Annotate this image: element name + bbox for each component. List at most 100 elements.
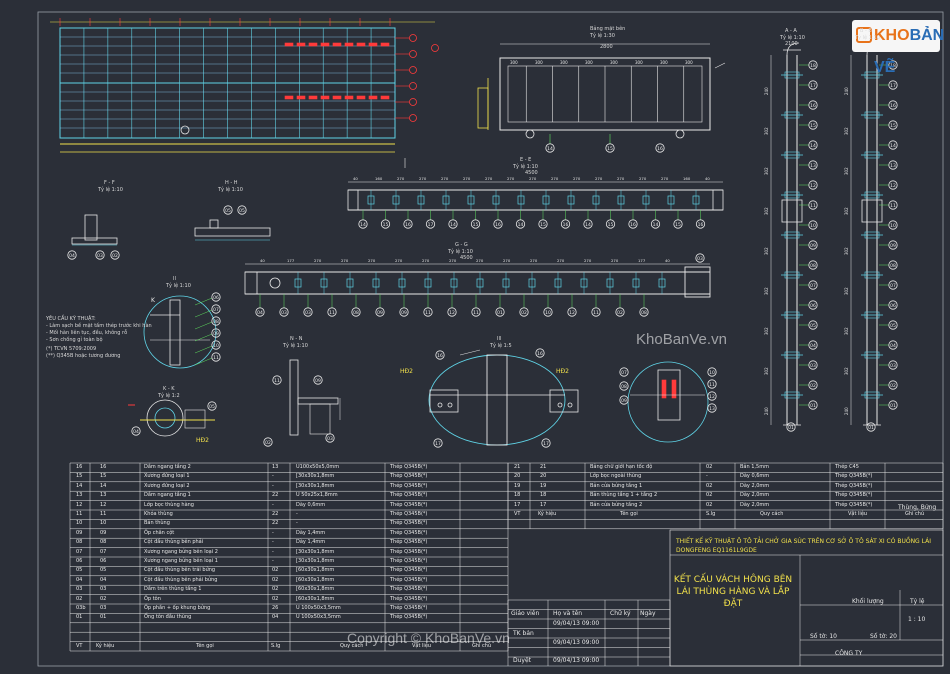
ff-flange [71,237,118,245]
elevation-red-mark [320,42,330,47]
khobanve-logo[interactable]: KHOBẢN VẼ [852,20,944,76]
section-bb-callout [888,180,898,190]
side-panel-dim-text: 300 [560,60,568,65]
detail-iv-callout-text: 07 [621,370,627,376]
nn-callout [272,375,282,385]
detail-iii-callout-text: 16 [537,351,543,357]
ee-callout-text: 14 [360,222,366,228]
nn-callout-text: 03 [327,436,333,442]
parts-left-cell-qty: 22 [272,492,279,499]
ee-callout-text: 17 [428,222,434,228]
nn-label: N - N [290,336,303,342]
elevation-red-mark [296,95,306,100]
weight-label: Khối lượng [852,598,884,605]
parts-left-footer-mat: Vật liệu [412,642,432,649]
parts-left-cell-name: Cột đầu thùng bên phải bửng [144,576,218,583]
ee-dim-text: 270 [661,176,669,181]
ff-label: F - F [104,180,115,186]
gg-end-r [684,266,711,298]
parts-left-footer-qty: S.lg [271,642,281,649]
section-aa-callout-text: 05 [810,323,816,329]
ee-dim-text: 270 [573,176,581,181]
section-aa-plate [784,151,800,159]
section-aa-plate [784,231,800,239]
ee-callout-text: 15 [608,222,614,228]
ee-callout-text: 15 [675,222,681,228]
ee-scale: Tỷ lệ 1:10 [513,164,538,170]
parts-left-cell-qty: 26 [272,605,279,611]
parts-left-cell-mat: Thép Q345B(*) [390,482,428,489]
section-bb-callout [888,140,898,150]
parts-left-cell-no: 11 [100,511,107,517]
section-bb-callout [888,320,898,330]
ee-callout-text: 16 [630,222,636,228]
parts-right-cell-spec: Bản 1,5mm [740,464,769,470]
parts-left-cell-spec: Dày 1,4mm [296,529,326,536]
section-aa-callout [808,400,818,410]
section-aa-callout [808,160,818,170]
kk-inner [154,407,176,429]
elevation-red-mark [344,95,354,100]
date-2: 09/04/13 09:00 [553,657,600,664]
detail-iii-callout [433,438,443,448]
nn-callout [313,375,323,385]
gg-callout [255,307,265,317]
ee-dim-text: 270 [463,176,471,181]
notes-title: YÊU CẦU KỸ THUẬT: [46,316,96,322]
dim-total-gg_total: 4500 [460,255,473,261]
section-bb-callout-text: 14 [890,143,896,149]
section-bb-callout-text: 09 [890,243,896,249]
parts-left-cell-mat: Thép Q345B(*) [390,586,428,593]
parts-left-cell-pos: 05 [76,567,83,574]
detail-ii-leader [194,345,213,354]
parts-left-cell-pos: 12 [76,501,83,508]
parts-left-cell-no: 05 [100,567,107,574]
elevation-red-mark [332,42,342,47]
sheet-total: Số tờ: 20 [870,633,897,640]
parts-right-cell-pos: 17 [514,501,521,508]
section-aa-callout-text: 10 [810,223,816,229]
section-aa-callout [808,380,818,390]
parts-left-cell-name: Ốp chân cột [144,529,175,536]
section-aa-callout-text: 06 [810,303,816,309]
parts-left-cell-qty: 02 [272,586,279,593]
section-bb-callout-text: 02 [890,383,896,389]
parts-right-cell-name: Bản cửa bửng tầng 2 [590,501,643,508]
parts-left-cell-name: Cột đầu thùng bên phải [144,539,204,546]
detail-iii-callout [435,350,445,360]
ee-callout [650,219,661,229]
gg-callout [567,307,577,317]
bb-view-label: B - B [860,28,872,34]
ee-callout-text: 14 [518,222,524,228]
side-callout-text: 16 [657,146,663,152]
section-aa-callout [808,100,818,110]
section-bb-plate [864,391,880,399]
nn-arm [297,397,339,405]
detail-iv-callout [707,379,717,389]
gg-dim-text: 270 [395,258,403,263]
section-aa-callout [808,140,818,150]
parts-left-cell-qty: 04 [272,614,279,621]
role-0: Giáo viên [511,610,540,617]
section-bb-callout [888,160,898,170]
hh-callout [223,205,233,215]
parts-left-cell-spec: U 100x50x3,5mm [296,605,341,611]
bb-view-scale: Tỷ lệ 1:10 [855,35,880,41]
parts-left-cell-no: 09 [100,529,107,536]
detail-ii-callout-text: 11 [213,355,219,361]
section-aa-callout [808,300,818,310]
side-panel-dim-text: 300 [535,60,543,65]
dim-total-aa_total: 2100 [785,41,798,47]
ee-dim-text: 270 [507,176,515,181]
detail-iv-callout [707,367,717,377]
section-bb-callout-text: 10 [890,223,896,229]
company-name: CÔNG TY [835,650,863,657]
col-sign: Chữ ký [610,610,631,617]
side-panel-dim-text: 300 [660,60,668,65]
parts-left-cell-name: Bản thùng [144,520,170,527]
gg-callout [591,307,601,317]
hh-callout [237,205,247,215]
gg-callout [639,307,649,317]
gg-dim-text: 177 [638,258,646,263]
parts-left-cell-pos: 07 [76,548,83,555]
